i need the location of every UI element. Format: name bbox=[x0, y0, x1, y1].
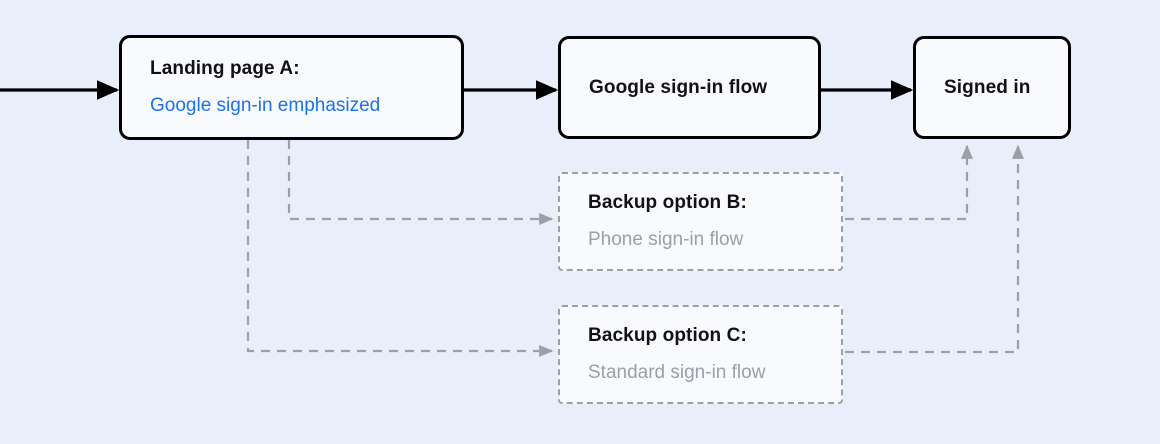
edge-backup-c-to-signed bbox=[845, 144, 1025, 354]
node-signed-in[interactable]: Signed in bbox=[913, 36, 1071, 139]
node-google-sign-in-flow[interactable]: Google sign-in flow bbox=[558, 36, 821, 139]
node-landing-page-a-title: Landing page A: bbox=[150, 58, 300, 80]
node-backup-option-b[interactable]: Backup option B: Phone sign-in flow bbox=[558, 172, 843, 271]
node-backup-option-c-subtitle: Standard sign-in flow bbox=[588, 362, 766, 383]
node-google-sign-in-flow-title: Google sign-in flow bbox=[589, 76, 768, 98]
node-backup-option-b-title: Backup option B: bbox=[588, 192, 747, 214]
node-backup-option-c[interactable]: Backup option C: Standard sign-in flow bbox=[558, 305, 843, 404]
node-landing-page-a-subtitle: Google sign-in emphasized bbox=[150, 95, 381, 116]
edge-backup-b-to-signed bbox=[845, 144, 974, 221]
node-backup-option-c-title: Backup option C: bbox=[588, 325, 747, 347]
edge-landing-to-backup-c bbox=[246, 140, 554, 358]
edge-landing-to-backup-b bbox=[287, 140, 554, 226]
node-signed-in-title: Signed in bbox=[944, 76, 1031, 98]
node-landing-page-a[interactable]: Landing page A: Google sign-in emphasize… bbox=[119, 35, 464, 140]
node-backup-option-b-subtitle: Phone sign-in flow bbox=[588, 229, 744, 250]
